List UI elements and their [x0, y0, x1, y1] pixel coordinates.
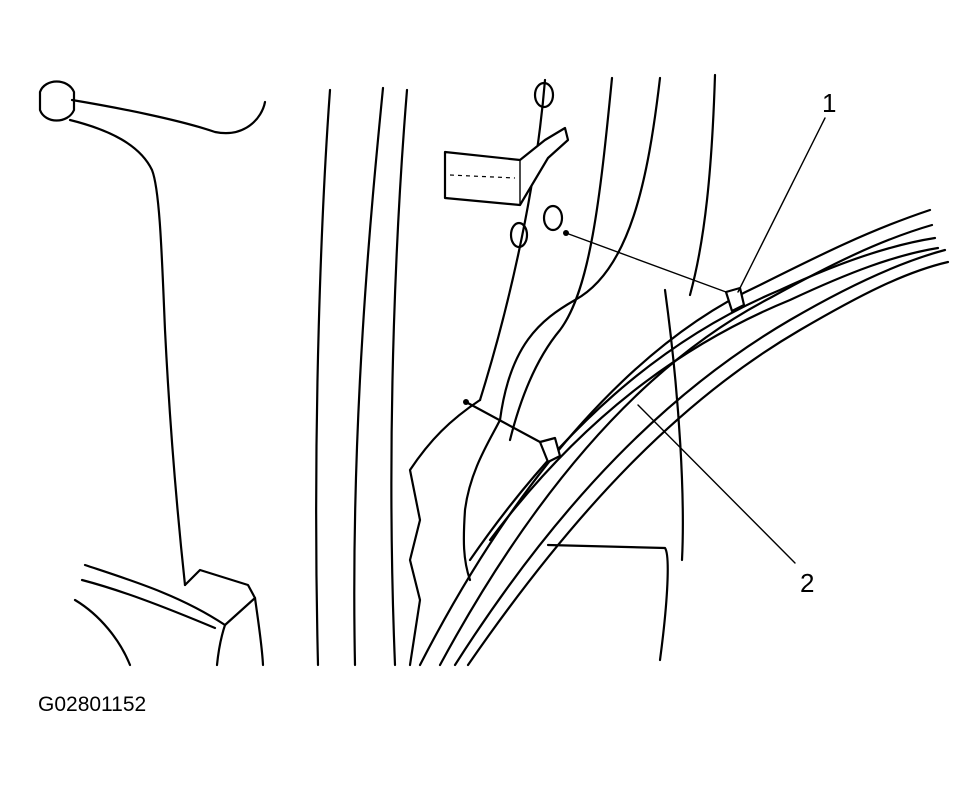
center-body-panel: [315, 73, 717, 667]
callout-1-label: 1: [822, 88, 836, 118]
callout-leaders: [637, 117, 826, 564]
upper-bracket: [443, 126, 570, 207]
door-weatherstrip: [418, 208, 950, 667]
fastener-upper: [565, 232, 746, 313]
fastener-lower: [464, 400, 562, 464]
left-pillar-panel: [38, 80, 267, 667]
figure-id-label: G02801152: [38, 693, 147, 716]
mounting-holes: [463, 81, 569, 405]
callout-2-label: 2: [800, 568, 814, 598]
